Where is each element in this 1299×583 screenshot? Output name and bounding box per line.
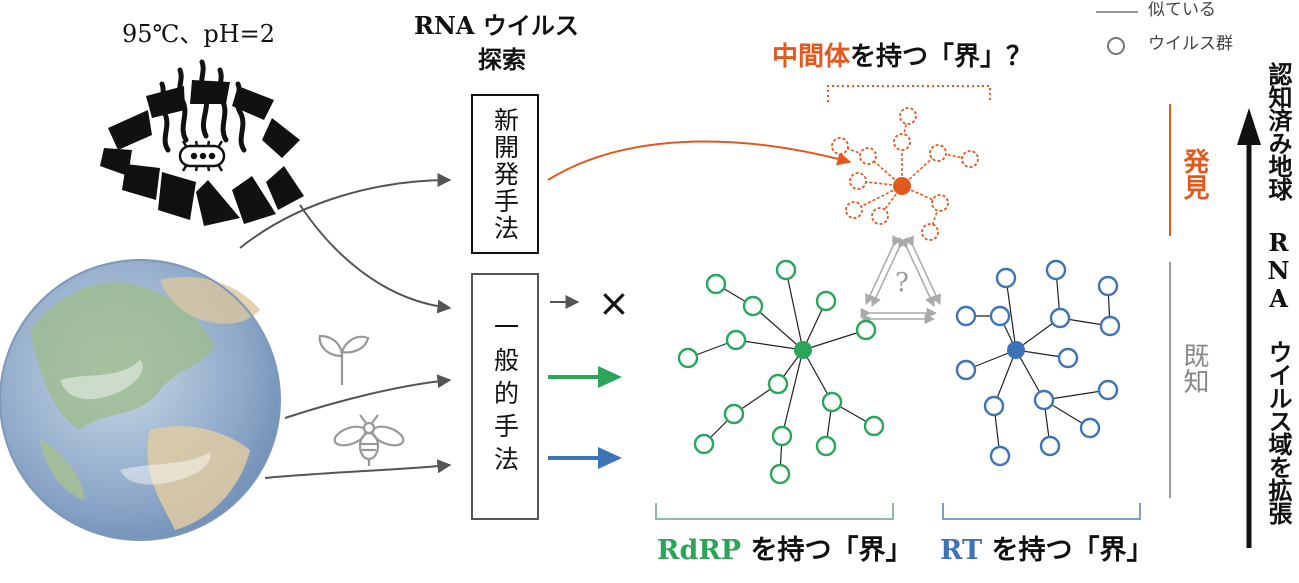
plant-icon (318, 334, 370, 385)
rt-network (955, 259, 1121, 467)
intermediate-rest: を持つ「界」？ (850, 42, 1033, 72)
cross-mark: × (598, 281, 630, 325)
expansion-label: 認知済み地球 RNA ウイルス域を拡張 (1264, 62, 1293, 524)
rt-rest: を持つ「界」 (982, 535, 1154, 566)
search-label-line1: RNA ウイルス (414, 11, 579, 40)
intermediate-label: 中間体を持つ「界」？ (772, 44, 1032, 70)
general-method-outputs (548, 295, 622, 469)
rdrp-rest: を持つ「界」 (741, 535, 913, 566)
rdrp-label: RdRP を持つ「界」 (657, 537, 912, 564)
intermediate-highlight: 中間体 (772, 42, 851, 72)
general-method-box: 一般的手法 (471, 273, 539, 520)
rdrp-network (677, 259, 885, 485)
legend-similar-label: 似ている (1148, 0, 1216, 20)
new-method-label: 新開発手法 (490, 106, 520, 242)
legend-virus-group-label: ウイルス群 (1148, 34, 1233, 54)
hot-spring-icon (100, 59, 304, 226)
expansion-arrow-head (1237, 108, 1261, 145)
rt-label: RT を持つ「界」 (940, 537, 1153, 564)
environment-label: 95℃、pH=2 (122, 20, 276, 48)
rdrp-highlight: RdRP (657, 535, 742, 566)
discovery-label: 発見 (1179, 148, 1209, 200)
search-label-line2: 探索 (478, 45, 526, 74)
legend-circle-icon (1107, 37, 1125, 55)
intermediate-bracket (827, 85, 991, 102)
relation-triangle (860, 235, 941, 325)
rt-highlight: RT (940, 535, 983, 566)
triangle-question-mark: ? (895, 268, 909, 298)
discovery-arrow (547, 140, 852, 181)
known-label: 既知 (1179, 342, 1209, 394)
rt-bracket (942, 503, 1141, 520)
earth-icon (0, 259, 281, 541)
bee-icon (333, 414, 405, 466)
intermediate-network (831, 107, 979, 241)
general-method-label: 一般的手法 (490, 314, 520, 479)
new-method-box: 新開発手法 (471, 94, 539, 254)
microbe-icon (178, 140, 226, 172)
rdrp-bracket (655, 503, 894, 520)
earth-to-methods-arrows (239, 173, 452, 479)
